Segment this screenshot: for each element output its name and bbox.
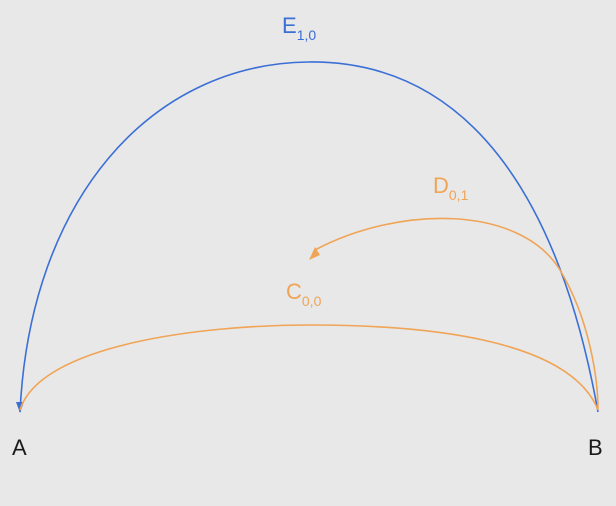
edge-d-arrowhead <box>309 247 320 260</box>
edge-e-arc <box>19 61 599 413</box>
edge-c-label: C0,0 <box>286 279 322 309</box>
edge-e-subscript: 1,0 <box>297 27 317 43</box>
edge-c-arc <box>19 324 599 411</box>
node-b-label: B <box>588 435 603 460</box>
edge-e-letter: E <box>282 13 297 38</box>
edge-d-arc <box>314 217 599 411</box>
edge-d-letter: D <box>433 173 449 198</box>
edge-c-subscript: 0,0 <box>302 293 322 309</box>
edge-d-subscript: 0,1 <box>449 187 469 203</box>
node-a-label: A <box>12 435 27 460</box>
edge-c-letter: C <box>286 279 302 304</box>
edge-d-label: D0,1 <box>433 173 469 203</box>
edge-e-label: E1,0 <box>282 13 316 43</box>
